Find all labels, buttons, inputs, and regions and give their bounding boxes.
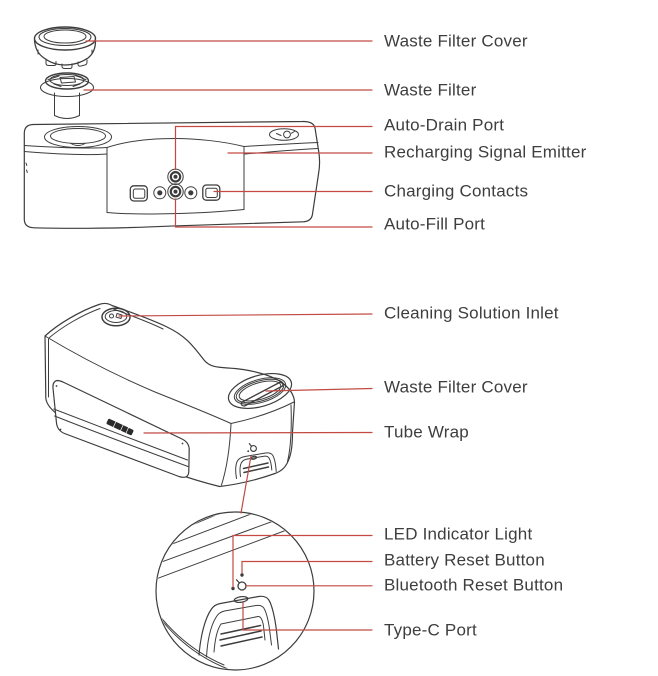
- label-tube-wrap: Tube Wrap: [384, 422, 469, 442]
- label-battery-reset-button: Battery Reset Button: [384, 550, 545, 570]
- label-bluetooth-reset-button: Bluetooth Reset Button: [384, 575, 564, 595]
- label-charging-contacts: Charging Contacts: [384, 181, 529, 201]
- leader-tube-wrap: [143, 431, 373, 434]
- leader-type-c-port: [242, 601, 373, 631]
- leader-lines: [83, 40, 373, 631]
- detail-callout-circle: [155, 511, 315, 671]
- label-auto-fill-port: Auto-Fill Port: [384, 214, 486, 234]
- leader-callout-connector: [240, 455, 252, 514]
- leader-cleaning-solution-inlet: [118, 313, 373, 317]
- leader-led-indicator: [232, 534, 373, 588]
- label-cleaning-solution-inlet: Cleaning Solution Inlet: [384, 303, 559, 323]
- label-type-c-port: Type-C Port: [384, 620, 477, 640]
- tank-module-illustration: [44, 302, 296, 488]
- brand-mark: [106, 418, 134, 436]
- label-led-indicator-light: LED Indicator Light: [384, 524, 533, 544]
- label-auto-drain-port: Auto-Drain Port: [384, 115, 505, 135]
- leader-auto-drain-port: [174, 125, 373, 171]
- label-waste-filter-cover-2: Waste Filter Cover: [384, 377, 528, 397]
- waste-filter-cover-illustration: [33, 26, 97, 69]
- leader-battery-reset: [241, 560, 373, 574]
- leader-waste-filter-cover-2: [265, 387, 373, 392]
- label-waste-filter: Waste Filter: [384, 80, 477, 100]
- dock-base-illustration: [23, 120, 321, 229]
- label-recharging-signal-emitter: Recharging Signal Emitter: [384, 142, 587, 162]
- waste-filter-illustration: [40, 72, 94, 119]
- label-waste-filter-cover: Waste Filter Cover: [384, 31, 528, 51]
- leader-auto-fill-port: [174, 198, 373, 228]
